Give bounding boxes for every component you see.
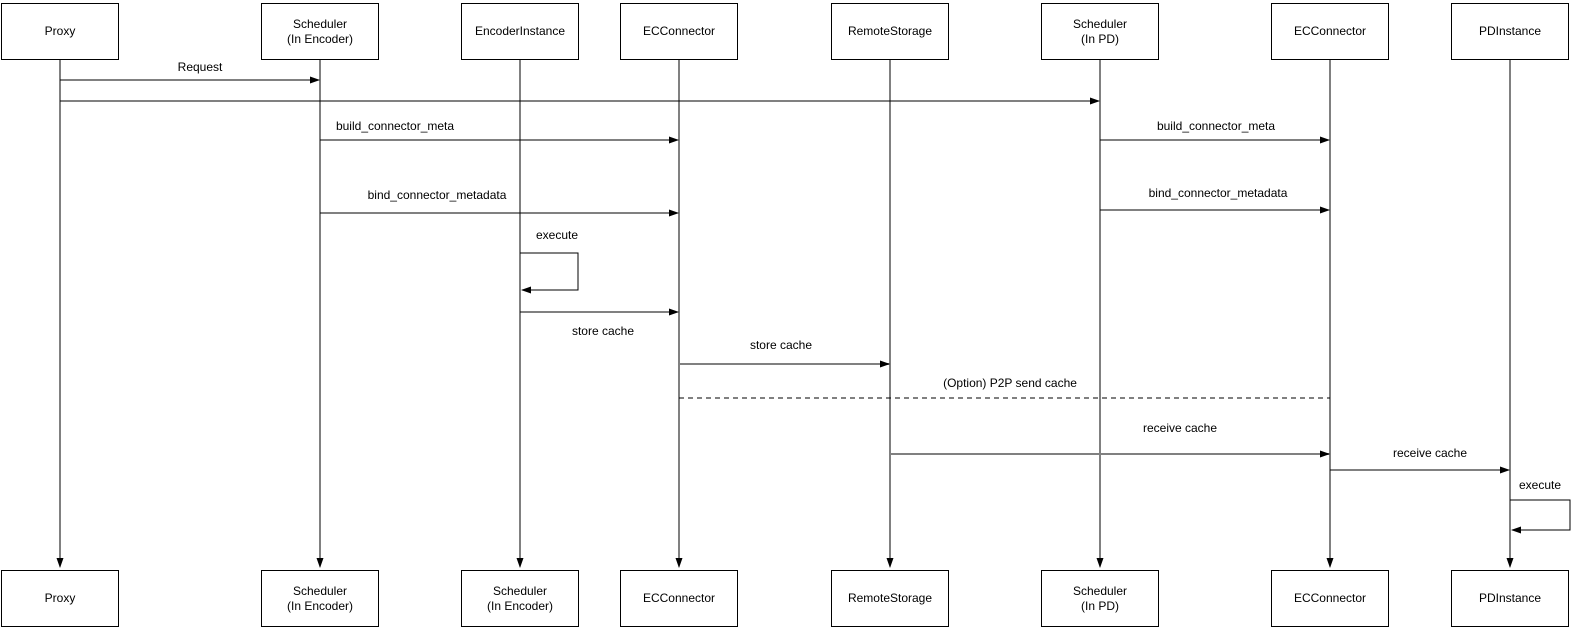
message-label-build-connector-meta-encoder: build_connector_meta: [335, 119, 455, 133]
participant-top-pd-instance: PDInstance: [1451, 3, 1569, 60]
message-label-receive-cache-2: receive cache: [1392, 446, 1468, 460]
participant-top-proxy: Proxy: [1, 3, 119, 60]
message-label-store-cache-1: store cache: [571, 324, 635, 338]
message-label-execute-encoder: execute: [535, 228, 579, 242]
participant-top-scheduler-in-encoder: Scheduler(In Encoder): [261, 3, 379, 60]
participant-bottom-remote-storage: RemoteStorage: [831, 570, 949, 627]
message-label-build-connector-meta-pd: build_connector_meta: [1156, 119, 1276, 133]
participant-top-encoder-instance: EncoderInstance: [461, 3, 579, 60]
participant-top-scheduler-in-pd: Scheduler(In PD): [1041, 3, 1159, 60]
message-label-receive-cache-1: receive cache: [1142, 421, 1218, 435]
message-label-bind-connector-metadata-pd: bind_connector_metadata: [1148, 186, 1288, 200]
participant-bottom-ec-connector-2: ECConnector: [1271, 570, 1389, 627]
arrow-execute-self-loop-encoder: [520, 252, 579, 294]
participant-bottom-pd-instance: PDInstance: [1451, 570, 1569, 627]
participant-bottom-scheduler-in-encoder-2: Scheduler(In Encoder): [461, 570, 579, 627]
participant-bottom-scheduler-in-pd: Scheduler(In PD): [1041, 570, 1159, 627]
participant-bottom-proxy: Proxy: [1, 570, 119, 627]
message-label-execute-pd: execute: [1518, 478, 1562, 492]
participant-top-remote-storage: RemoteStorage: [831, 3, 949, 60]
arrow-execute-self-loop-pd: [1510, 499, 1571, 534]
participant-bottom-scheduler-in-encoder-1: Scheduler(In Encoder): [261, 570, 379, 627]
participant-top-ec-connector-2: ECConnector: [1271, 3, 1389, 60]
message-label-p2p-send-cache: (Option) P2P send cache: [943, 376, 1077, 390]
message-label-store-cache-2: store cache: [749, 338, 813, 352]
participant-top-ec-connector-1: ECConnector: [620, 3, 738, 60]
message-label-bind-connector-metadata-encoder: bind_connector_metadata: [367, 188, 507, 202]
message-label-request: Request: [177, 60, 223, 74]
participant-bottom-ec-connector-1: ECConnector: [620, 570, 738, 627]
